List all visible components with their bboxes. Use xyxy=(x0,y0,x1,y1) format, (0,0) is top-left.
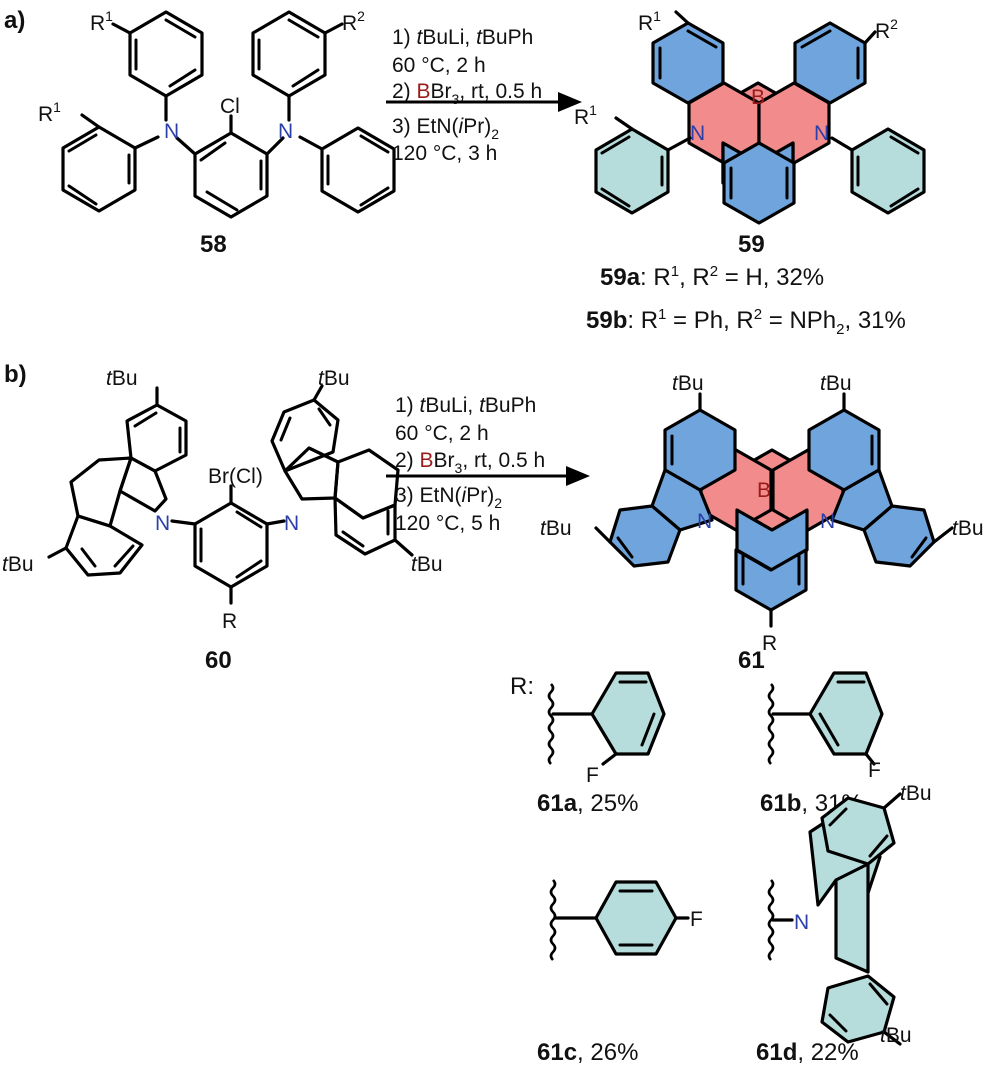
conditions-b-line1: 1) tBuLi, tBuPh xyxy=(395,394,536,417)
product-r1-lower: R1 xyxy=(574,102,597,129)
fluorine-61b: F xyxy=(868,759,881,782)
central-benzene-ring xyxy=(193,131,269,219)
conditions-b-line4: 3) EtN(iPr)2 xyxy=(395,484,502,511)
tbu-61-right: tBu xyxy=(952,517,984,540)
conditions-a-line5: 120 °C, 3 h xyxy=(392,142,497,165)
carbazole-n-left: N xyxy=(155,512,170,535)
compound-59-structure: B N N R1 R2 R1 xyxy=(574,8,926,225)
phenyl-ring-upper-right xyxy=(251,10,327,98)
compound-60-structure: Br(Cl) R N tBu tBu N tBu xyxy=(2,367,443,633)
tbu-61d-top: tBu xyxy=(900,782,932,805)
product-n-aryl-left xyxy=(594,127,670,215)
reaction-arrowhead-a xyxy=(558,92,582,112)
carbazole-right-lower-ring xyxy=(333,496,397,556)
panel-b-label: b) xyxy=(4,361,27,388)
bottom-benzene-blue xyxy=(722,141,796,225)
fluorophenyl-ring-61b xyxy=(808,671,884,756)
carbazole-left-upper-ring xyxy=(125,403,188,473)
carbazole-left-lower-ring xyxy=(64,514,144,577)
conditions-a-line1: 1) tBuLi, tBuPh xyxy=(392,26,533,49)
reaction-conditions-b: 1) tBuLi, tBuPh 60 °C, 2 h 2) BBr3, rt, … xyxy=(386,394,590,535)
compound-58-label: 58 xyxy=(200,231,227,258)
n-right-61: N xyxy=(820,510,835,533)
product-nitrogen-right: N xyxy=(814,122,829,145)
reaction-arrowhead-b xyxy=(566,466,590,486)
r-group-61a: F xyxy=(547,671,666,787)
tbu-60-bottom-left: tBu xyxy=(2,553,34,576)
product-nitrogen-left: N xyxy=(690,122,705,145)
phenyl-ring-lower-left xyxy=(61,125,137,213)
r-group-61d: N tBu tBu xyxy=(767,782,932,1047)
phenyl-ring-upper-left xyxy=(128,10,204,98)
r-group-61b: F xyxy=(767,671,884,782)
entry-61c: 61c, 26% xyxy=(537,1039,638,1066)
entry-59b: 59b: R1 = Ph, R2 = NPh2, 31% xyxy=(586,306,906,338)
attachment-wavy-line-61a xyxy=(547,683,555,765)
fluorophenyl-ring-61c xyxy=(594,880,678,956)
attachment-wavy-line-61c xyxy=(549,879,557,961)
r1-label-lower: R1 xyxy=(38,99,61,126)
r-group-61c: F xyxy=(549,879,703,961)
chlorine-label: Cl xyxy=(220,95,240,118)
fluorine-61c: F xyxy=(690,908,703,931)
compound-61-structure: B N N tBu tBu tBu tBu R xyxy=(540,372,984,655)
conditions-a-line2: 60 °C, 2 h xyxy=(392,54,486,77)
attachment-wavy-line-61b xyxy=(767,683,775,765)
entry-59a: 59a: R1, R2 = H, 32% xyxy=(600,263,824,291)
product-r2-upper: R2 xyxy=(875,16,898,43)
tbu-60-bottom-right: tBu xyxy=(411,553,443,576)
attachment-wavy-line-61d xyxy=(767,879,775,961)
tbu-61-left: tBu xyxy=(540,517,572,540)
r1-label-upper: R1 xyxy=(90,8,113,35)
r-groups-label: R: xyxy=(510,673,534,700)
n-left-61: N xyxy=(697,510,712,533)
entry-61a: 61a, 25% xyxy=(537,790,638,817)
conditions-b-line5: 120 °C, 5 h xyxy=(395,512,500,535)
conditions-b-line2: 60 °C, 2 h xyxy=(395,422,489,445)
tbu-61-top-left: tBu xyxy=(672,372,704,395)
compound-61-label: 61 xyxy=(738,647,765,674)
boron-label-61: B xyxy=(757,479,771,502)
carbazole-n-61d: N xyxy=(794,911,809,934)
compound-58-structure: Cl N R1 R1 N xyxy=(38,8,396,219)
panel-b: b) Br(Cl) R N tBu tBu xyxy=(2,361,984,1066)
panel-a: a) Cl N R1 xyxy=(4,7,926,338)
bromine-chlorine-label: Br(Cl) xyxy=(208,465,263,488)
compound-60-label: 60 xyxy=(205,647,232,674)
nitrogen-right-label: N xyxy=(278,120,293,143)
fluorine-61a: F xyxy=(586,764,599,787)
central-aryl-ring xyxy=(193,501,269,589)
reactant-r-label: R xyxy=(222,610,237,633)
phenyl-ring-lower-right xyxy=(320,126,396,214)
product-r1-upper: R1 xyxy=(638,8,661,35)
conditions-b-line3: 2) BBr3, rt, 0.5 h xyxy=(395,449,545,476)
entry-61d: 61d, 22% xyxy=(756,1039,859,1066)
carbazole-n-right: N xyxy=(284,512,299,535)
product-n-aryl-right xyxy=(850,127,926,215)
upper-right-benzene-blue xyxy=(793,21,867,105)
compound-59-label: 59 xyxy=(738,231,765,258)
reaction-conditions-a: 1) tBuLi, tBuPh 60 °C, 2 h 2) BBr3, rt, … xyxy=(386,26,582,165)
conditions-a-line4: 3) EtN(iPr)2 xyxy=(392,115,499,142)
r2-label: R2 xyxy=(342,8,365,35)
nitrogen-left-label: N xyxy=(164,120,179,143)
product-r-label: R xyxy=(762,632,777,655)
tbu-60-top-right: tBu xyxy=(318,367,350,390)
panel-a-label: a) xyxy=(4,7,25,34)
tbu-60-top-left: tBu xyxy=(106,367,138,390)
boron-label: B xyxy=(751,86,765,109)
tbu-61-top-right: tBu xyxy=(820,372,852,395)
tbu-61d-bottom: tBu xyxy=(880,1024,912,1047)
